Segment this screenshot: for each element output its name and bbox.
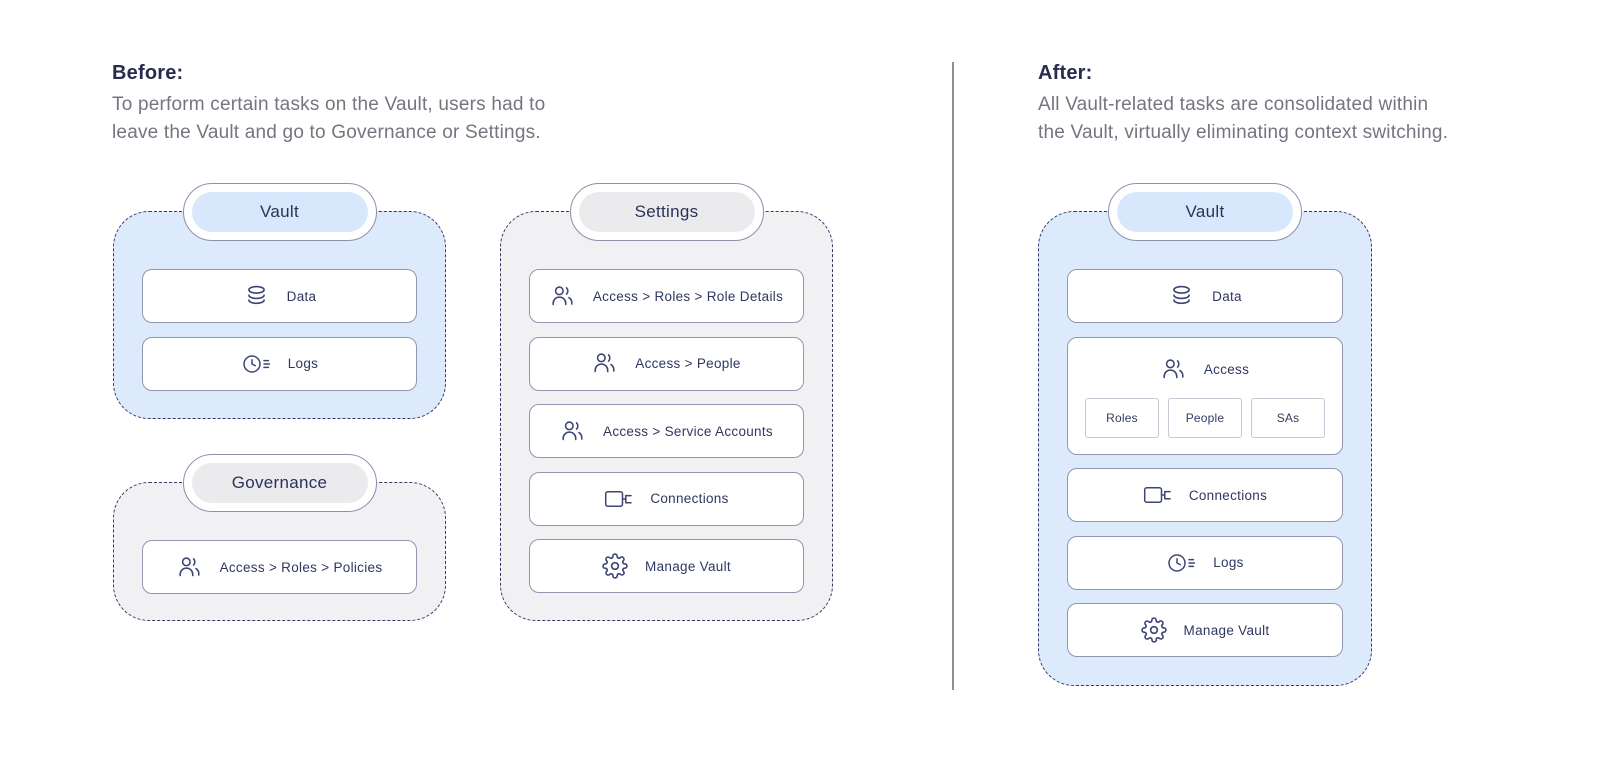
card-manage-vault: Manage Vault [1067, 603, 1343, 657]
connections-icon [1143, 484, 1172, 506]
sub-item-roles: Roles [1085, 397, 1159, 438]
card-label: Data [286, 288, 317, 304]
people-icon [550, 285, 576, 308]
vault-pill-before: Vault [182, 183, 377, 241]
after-description-line2: the Vault, virtually eliminating context… [1038, 121, 1449, 143]
vault-after-cards: Data Access Roles People SAs [1067, 269, 1343, 657]
before-description: To perform certain tasks on the Vault, u… [112, 91, 612, 146]
access-title-row: Access [1161, 353, 1249, 386]
card-connections: Connections [529, 471, 804, 526]
governance-pill: Governance [182, 454, 377, 512]
after-description-line1: All Vault-related tasks are consolidated… [1038, 94, 1429, 115]
card-data: Data [142, 269, 417, 323]
card-manage-vault: Manage Vault [529, 539, 804, 593]
governance-pill-label: Governance [191, 463, 368, 503]
database-icon [243, 283, 270, 309]
card-logs: Logs [1067, 535, 1343, 590]
after-description: All Vault-related tasks are consolidated… [1038, 91, 1538, 146]
after-heading: After: [1038, 62, 1093, 84]
settings-pill: Settings [569, 183, 764, 241]
database-icon [1168, 283, 1195, 309]
card-label: Access > People [635, 356, 741, 371]
sub-item-sas: SAs [1251, 397, 1325, 438]
people-icon [1161, 358, 1187, 381]
card-label: Manage Vault [645, 558, 731, 574]
vault-pill-label: Vault [191, 192, 368, 232]
before-heading: Before: [112, 62, 184, 84]
settings-pill-label: Settings [578, 192, 755, 232]
gear-icon [602, 553, 628, 579]
vault-before-cards: Data Logs [142, 269, 417, 391]
card-label: Connections [650, 491, 729, 506]
card-label: Access > Service Accounts [603, 423, 773, 439]
card-label: Logs [287, 356, 319, 371]
card-access-people: Access > People [529, 336, 804, 391]
access-sub-items: Roles People SAs [1085, 397, 1325, 438]
card-label: Manage Vault [1183, 622, 1270, 638]
card-access-service-accounts: Access > Service Accounts [529, 404, 804, 458]
clock-list-icon [1166, 551, 1196, 575]
card-label: Access > Roles > Policies [219, 559, 383, 575]
vault-pill-after: Vault [1108, 183, 1302, 241]
connections-icon [604, 488, 633, 510]
governance-panel: Governance Access > Roles > Policies [113, 454, 446, 621]
card-logs: Logs [142, 336, 417, 391]
card-label: Data [1212, 288, 1242, 304]
people-icon [177, 556, 203, 579]
card-data: Data [1067, 269, 1343, 323]
card-label: Connections [1188, 487, 1268, 503]
people-icon [592, 352, 618, 375]
card-access: Access Roles People SAs [1067, 336, 1343, 455]
card-label: Access > Roles > Role Details [592, 288, 784, 304]
card-access-roles-role-details: Access > Roles > Role Details [529, 269, 804, 323]
sub-item-people: People [1168, 397, 1242, 438]
vault-panel-before: Vault Data Logs [113, 183, 446, 419]
after-note: After: All Vault-related tasks are conso… [1038, 62, 1538, 146]
card-label: Logs [1213, 555, 1244, 570]
before-description-line2: leave the Vault and go to Governance or … [112, 121, 541, 143]
vault-pill-label: Vault [1117, 192, 1293, 232]
section-divider [952, 62, 954, 690]
card-access-roles-policies: Access > Roles > Policies [142, 540, 417, 594]
card-connections: Connections [1067, 468, 1343, 522]
settings-panel: Settings Access > Roles > Role Details A… [500, 183, 833, 621]
card-label: Access [1203, 361, 1250, 377]
before-note: Before: To perform certain tasks on the … [112, 62, 612, 146]
before-description-line1: To perform certain tasks on the Vault, u… [112, 94, 546, 115]
governance-cards: Access > Roles > Policies [142, 540, 417, 594]
clock-list-icon [241, 352, 271, 376]
people-icon [560, 420, 586, 443]
settings-cards: Access > Roles > Role Details Access > P… [529, 269, 804, 593]
vault-panel-after: Vault Data Access Roles People [1038, 183, 1372, 686]
gear-icon [1140, 617, 1167, 643]
